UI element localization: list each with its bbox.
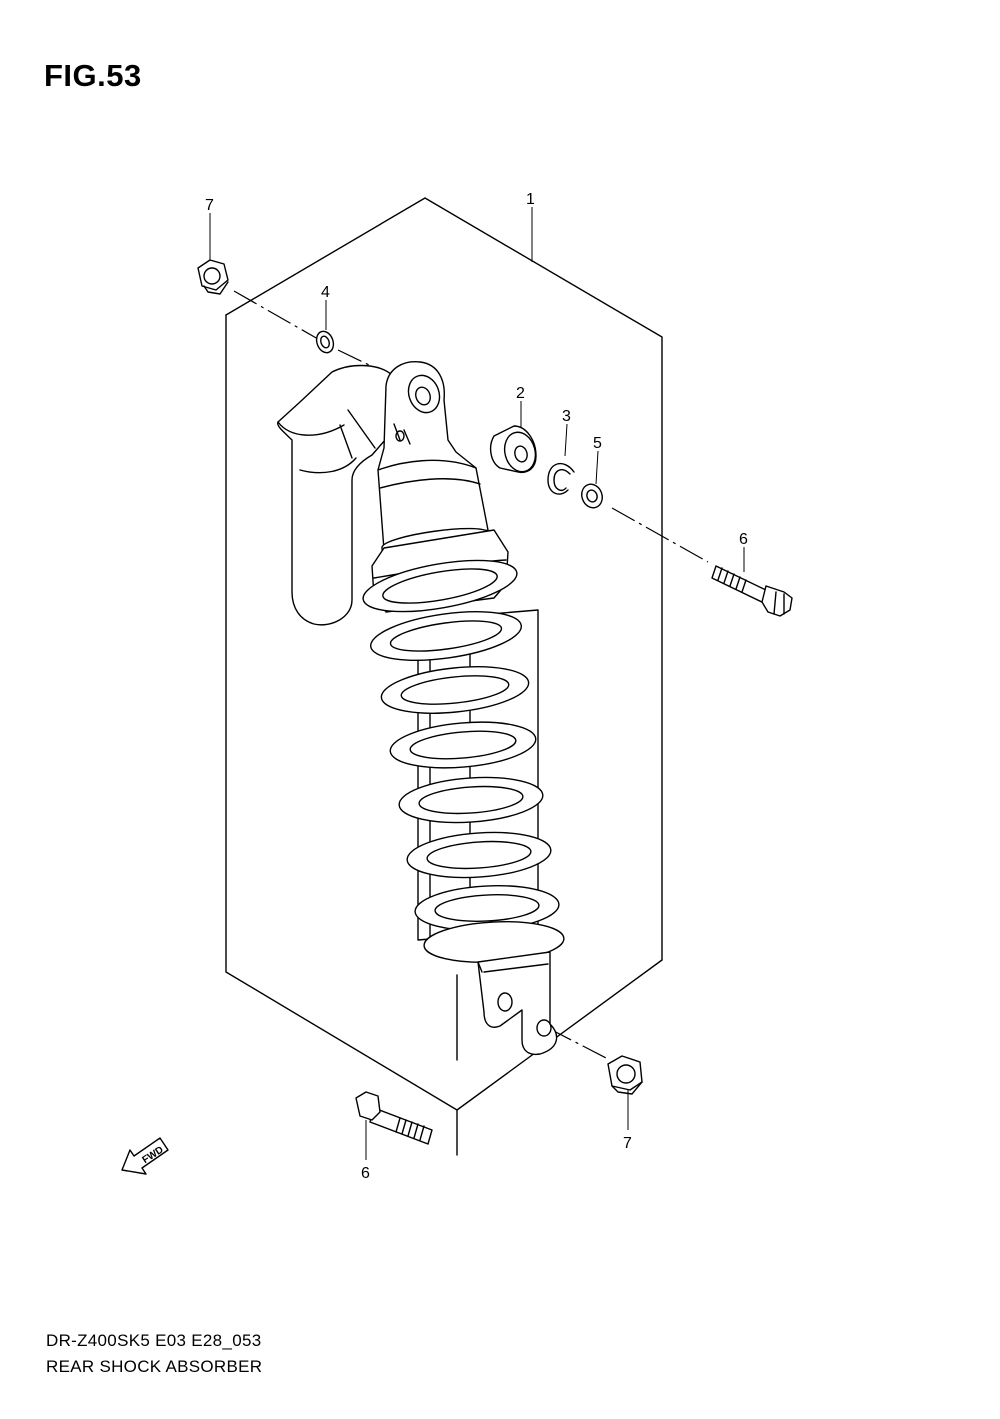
bolt-lower <box>355 1091 433 1145</box>
leader-lines <box>209 207 745 1160</box>
callout-2: 2 <box>516 385 525 402</box>
callout-5: 5 <box>593 435 602 452</box>
callout-4: 4 <box>321 284 330 301</box>
callout-7-lower: 7 <box>623 1135 632 1152</box>
assembly-outline <box>225 197 663 1156</box>
flange-nut-upper <box>197 259 229 295</box>
figure-title: FIG.53 <box>44 58 142 93</box>
callout-1: 1 <box>526 191 535 208</box>
lower-clevis <box>477 951 558 1056</box>
callout-7-upper: 7 <box>205 197 214 214</box>
callout-3: 3 <box>562 408 571 425</box>
fwd-arrow: FWD <box>121 1137 169 1175</box>
callout-6-lower: 6 <box>361 1165 370 1182</box>
washer-5 <box>581 483 603 509</box>
model-code: DR-Z400SK5 E03 E28_053 <box>46 1331 262 1350</box>
washer-4 <box>315 330 335 354</box>
spring <box>362 559 565 964</box>
section-name: REAR SHOCK ABSORBER <box>46 1357 263 1376</box>
bolt-upper <box>711 565 793 617</box>
circlip-3 <box>547 462 575 495</box>
callout-6-upper: 6 <box>739 531 748 548</box>
bushing-2 <box>489 425 537 474</box>
flange-nut-lower <box>607 1055 643 1095</box>
